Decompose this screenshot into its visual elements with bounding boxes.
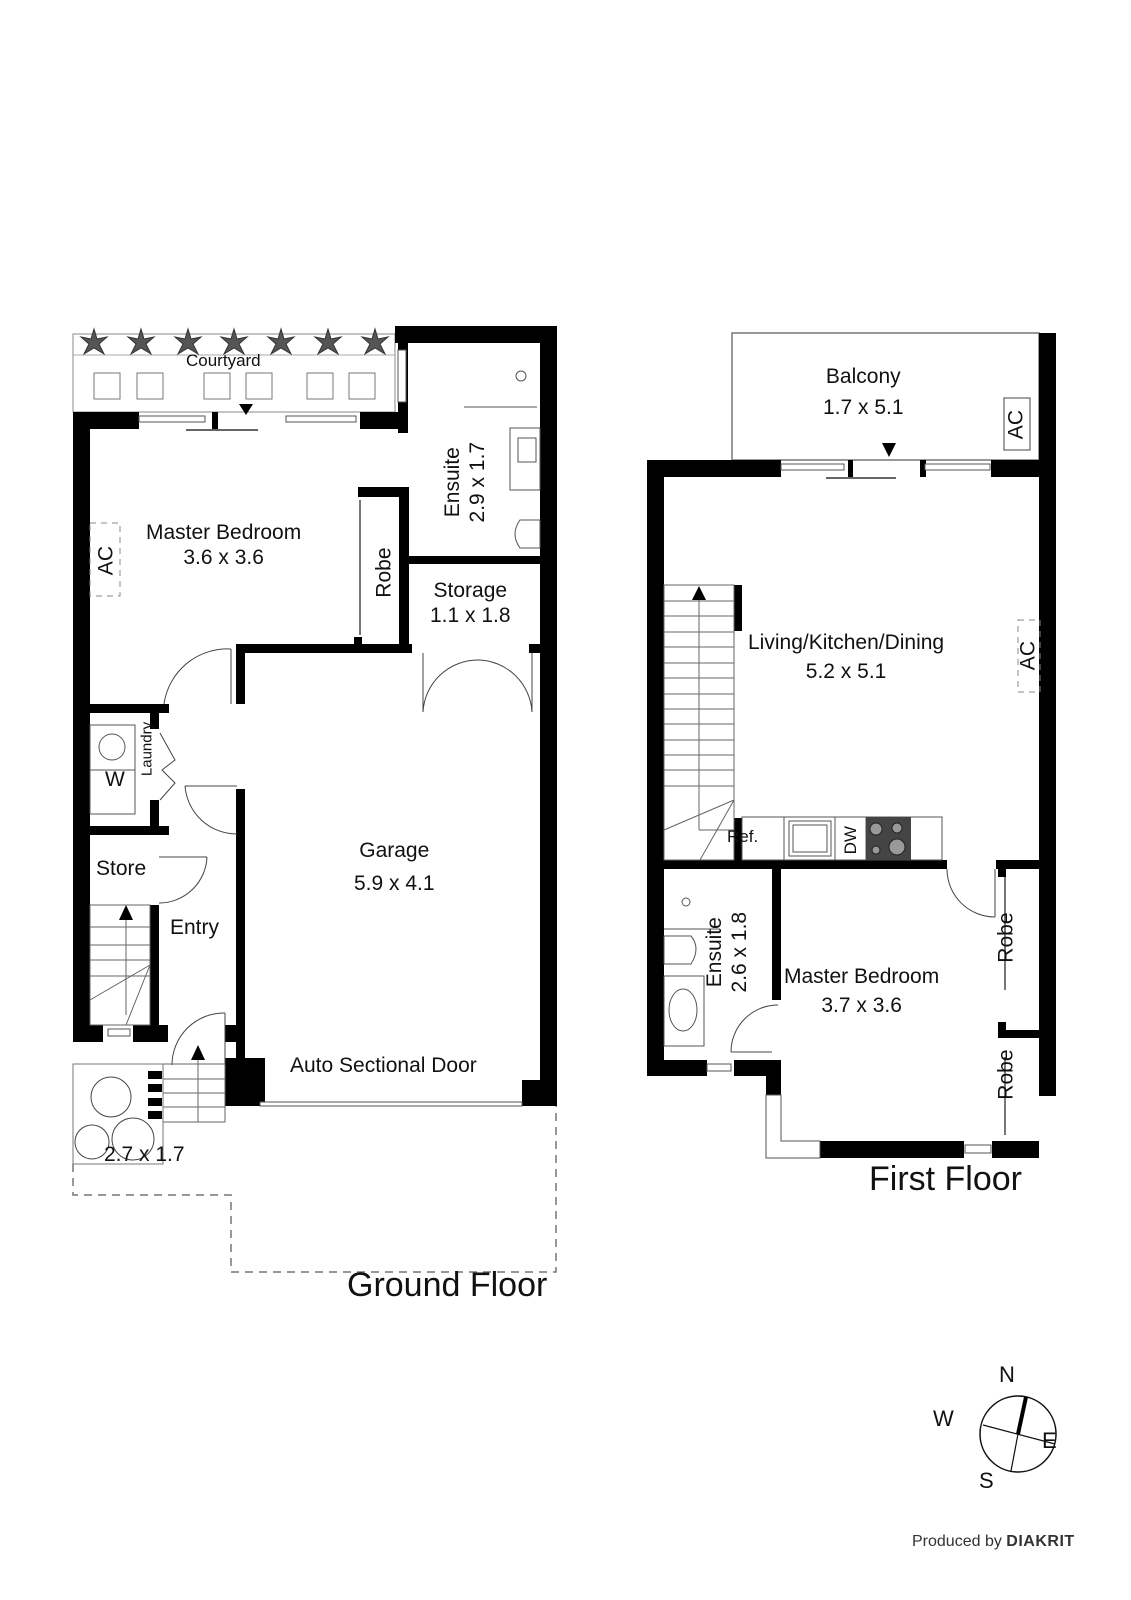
ff-robe-2-label: Robe [994, 1049, 1018, 1100]
compass-south: S [979, 1468, 994, 1493]
paver-squares [93, 372, 376, 400]
gf-ac-label: AC [94, 546, 118, 576]
living-kitchen-dining-label: Living/Kitchen/Dining 5.2 x 5.1 [748, 631, 945, 684]
balcony-arrow-icon [882, 443, 896, 457]
compass-icon [979, 1395, 1057, 1473]
gf-master-bedroom-label: Master Bedroom 3.6 x 3.6 [146, 520, 301, 570]
ff-robe-1-label: Robe [994, 912, 1018, 963]
first-stairs [663, 584, 735, 861]
courtyard-label: Courtyard [186, 351, 261, 370]
kitchen-bench [741, 816, 943, 861]
living-ac-label: AC [1016, 641, 1040, 671]
laundry-label: Laundry [138, 721, 156, 777]
garage-door-label: Auto Sectional Door [290, 1054, 477, 1077]
washer-label: W [105, 768, 125, 791]
store-label: Store [96, 857, 147, 880]
ground-floor-title: Ground Floor [347, 1266, 548, 1304]
gf-ensuite-label: Ensuite 2.9 x 1.7 [440, 441, 489, 523]
fridge-label: Ref. [727, 827, 759, 846]
first-ensuite-fixtures [663, 897, 720, 1047]
storage-double-door [422, 653, 533, 713]
first-windows [706, 463, 992, 1159]
first-floor-plan [647, 332, 1056, 1159]
compass-west: W [933, 1406, 954, 1431]
ff-master-bedroom-label: Master Bedroom 3.7 x 3.6 [784, 965, 940, 1018]
garage-internal-door [184, 785, 238, 835]
entry-label: Entry [170, 916, 220, 939]
balcony-label: Balcony 1.7 x 5.1 [823, 365, 904, 420]
garden-bed [72, 1063, 164, 1165]
plant-icon-row [79, 327, 390, 356]
front-door [171, 1012, 226, 1066]
compass-east: E [1042, 1428, 1057, 1453]
property-boundary [72, 1106, 557, 1273]
ff-ensuite-label: Ensuite 2.6 x 1.8 [702, 911, 751, 993]
first-floor-title: First Floor [869, 1160, 1022, 1198]
garage-label: Garage 5.9 x 4.1 [354, 839, 435, 896]
brand-logo: DIAKRIT [1006, 1533, 1075, 1550]
front-steps [162, 1055, 226, 1123]
ground-stairs [89, 904, 151, 1026]
ground-windows [107, 349, 407, 1037]
ensuite-fixtures [464, 370, 541, 549]
compass-north: N [999, 1362, 1015, 1387]
room-dimensions: 3.6 x 3.6 [183, 546, 264, 570]
store-door [158, 856, 208, 904]
balcony-ac-label: AC [1004, 410, 1028, 440]
credit-text: Produced by DIAKRIT [912, 1533, 1075, 1550]
room-name: Master Bedroom [146, 521, 302, 544]
first-walls [647, 333, 1056, 1158]
entry-arrow-icon [239, 404, 253, 415]
first-ensuite-door [730, 1004, 779, 1053]
garage-sectional-door [259, 1101, 523, 1107]
bedroom-door [163, 648, 232, 705]
garden-dimensions: 2.7 x 1.7 [104, 1143, 185, 1166]
stairs-up-arrow-icon [119, 905, 133, 920]
laundry-fixtures [89, 724, 136, 815]
dishwasher-label: DW [840, 826, 860, 855]
first-bedroom-door [946, 868, 996, 918]
gf-storage-label: Storage 1.1 x 1.8 [430, 579, 511, 628]
ground-floor-plan [72, 326, 557, 1273]
ground-walls [73, 326, 557, 1106]
shrub-icons [74, 1076, 155, 1161]
stairs-up-arrow-icon [692, 586, 706, 600]
gf-robe-label: Robe [372, 547, 396, 598]
